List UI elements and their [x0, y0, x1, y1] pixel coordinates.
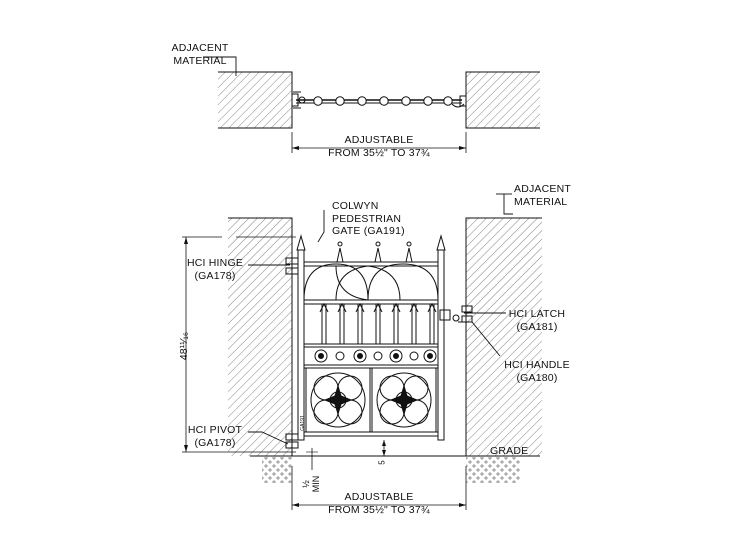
elevation-view — [182, 193, 542, 510]
elev-left-wall — [228, 218, 292, 456]
plan-latch — [451, 95, 467, 108]
plan-view — [203, 56, 540, 153]
grade-label: GRADE — [490, 445, 529, 457]
adjustable-dimension-label-bottom: ADJUSTABLE FROM 35½" TO 37¾ — [328, 491, 430, 516]
gate-pickets — [319, 302, 437, 344]
gap-dimension-label: 5 — [377, 460, 387, 465]
ornament-band — [314, 349, 437, 363]
quatrefoil-left — [310, 372, 366, 428]
grade-earth-right — [466, 457, 520, 483]
gate — [296, 234, 446, 441]
pivot-hardware — [285, 428, 299, 452]
latch-label: HCI LATCH (GA181) — [508, 308, 566, 333]
height-dimension-label: 48¹¹⁄₁₆ — [178, 331, 190, 361]
handle-label: HCI HANDLE (GA180) — [504, 359, 570, 384]
adjacent-material-label-right: ADJACENT MATERIAL — [514, 183, 572, 208]
gate-name-label: COLWYN PEDESTRIAN GATE (GA191) — [332, 200, 405, 237]
plan-right-wall — [466, 72, 540, 128]
adjustable-dimension-label-top: ADJUSTABLE FROM 35½" TO 37¾ — [328, 134, 430, 159]
grade-earth-left — [262, 457, 292, 483]
plan-left-wall — [218, 72, 292, 128]
plan-hinge — [291, 91, 306, 109]
gate-stamp-label: GA191 — [300, 415, 306, 431]
plan-picket-rings — [313, 96, 453, 106]
pivot-label: HCI PIVOT (GA178) — [187, 424, 243, 449]
leaders — [248, 210, 506, 445]
hinge-hardware — [285, 254, 299, 280]
quatrefoil-right — [376, 372, 432, 428]
hinge-label: HCI HINGE (GA178) — [186, 257, 244, 282]
elev-right-wall — [466, 218, 542, 456]
adjacent-material-label-top: ADJACENT MATERIAL — [171, 42, 229, 67]
